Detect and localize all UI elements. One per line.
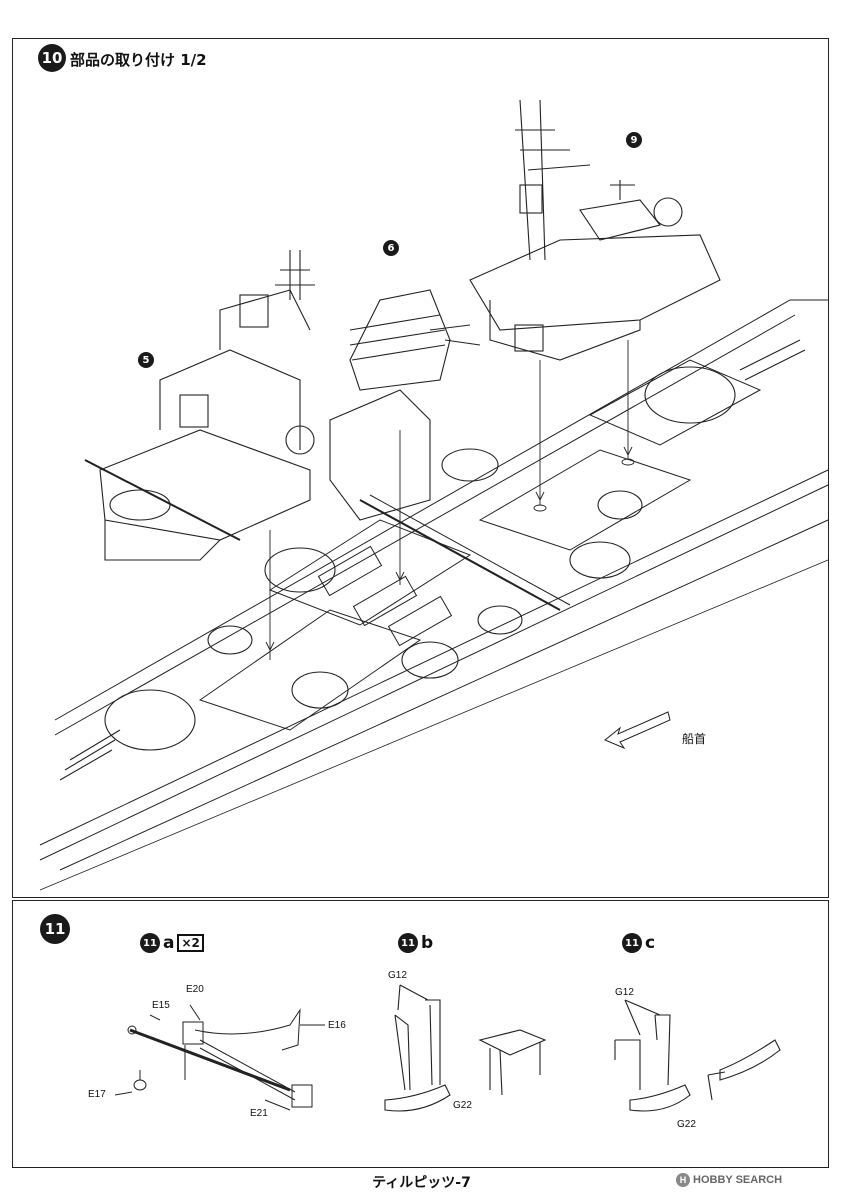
callout-step-6: 6 (383, 240, 399, 256)
substep-11c: 11 c (622, 933, 655, 953)
substep-11b: 11 b (398, 933, 433, 953)
page-footer: ティルピッツ-7 (372, 1175, 471, 1191)
step-number-badge: 11 (40, 914, 70, 944)
substep-letter: b (421, 933, 434, 953)
step-title: 部品の取り付け 1/2 (70, 51, 207, 69)
watermark: H HOBBY SEARCH (676, 1173, 782, 1187)
substep-number-badge: 11 (398, 933, 418, 953)
part-label: E21 (250, 1108, 268, 1119)
hobby-search-logo-icon: H (676, 1173, 690, 1187)
part-label: E16 (328, 1020, 346, 1031)
quantity-box: ×2 (177, 934, 204, 952)
substep-letter: a (163, 933, 175, 953)
part-label: E17 (88, 1089, 106, 1100)
part-label: G12 (615, 987, 634, 998)
bow-label: 船首 (682, 732, 707, 746)
ladder-drawing (384, 984, 547, 1112)
callout-step-9: 9 (626, 132, 642, 148)
substep-number-badge: 11 (140, 933, 160, 953)
part-label: G22 (453, 1100, 472, 1111)
substep-number-badge: 11 (622, 933, 642, 953)
substep-letter: c (645, 933, 656, 953)
arrow-icon (604, 711, 671, 750)
watermark-text: HOBBY SEARCH (693, 1174, 783, 1186)
substep-11a: 11 a ×2 (140, 933, 204, 953)
part-label: G22 (677, 1119, 696, 1130)
step-10-panel (12, 38, 829, 898)
part-label: G12 (388, 970, 407, 981)
part-label: E20 (186, 984, 204, 995)
superstructure-drawing (84, 250, 315, 561)
step-11-panel (12, 900, 829, 1168)
part-label: E15 (152, 1000, 170, 1011)
callout-step-5: 5 (138, 352, 154, 368)
step-number-badge: 10 (38, 44, 66, 72)
crane-drawing (114, 1004, 325, 1111)
